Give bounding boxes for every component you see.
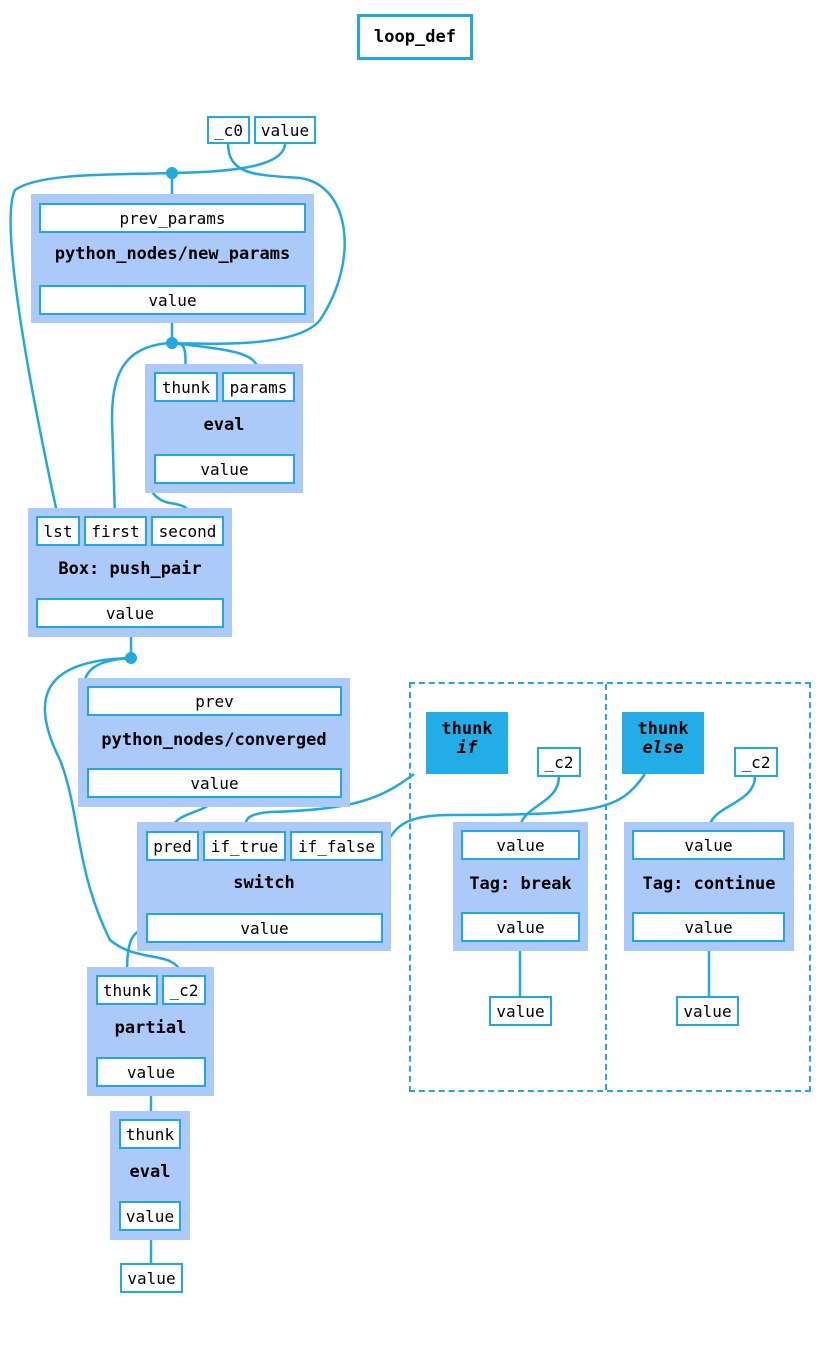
node-eval[interactable]: thunk params eval value	[145, 364, 303, 493]
node-label: switch	[233, 873, 295, 893]
node-switch[interactable]: pred if_true if_false switch value	[137, 822, 391, 951]
port-if-false[interactable]: if_false	[290, 831, 383, 861]
port-prev-params[interactable]: prev_params	[39, 203, 306, 233]
diagram-title: loop_def	[357, 14, 473, 60]
port-value[interactable]: value	[87, 768, 342, 798]
port-value[interactable]: value	[632, 830, 785, 860]
port-value[interactable]: value	[154, 454, 295, 484]
port-lst[interactable]: lst	[36, 516, 80, 546]
port-value[interactable]: value	[39, 285, 306, 315]
port-c2[interactable]: _c2	[162, 975, 206, 1005]
node-push-pair[interactable]: lst first second Box: push_pair value	[28, 508, 232, 637]
thunk-region	[409, 682, 811, 1092]
input-value[interactable]: value	[254, 116, 316, 144]
port-value[interactable]: value	[146, 913, 383, 943]
node-label: python_nodes/new_params	[54, 244, 291, 264]
node-label: Box: push_pair	[58, 559, 202, 579]
node-label: eval	[203, 415, 245, 435]
node-converged[interactable]: prev python_nodes/converged value	[78, 678, 350, 807]
port-prev[interactable]: prev	[87, 686, 342, 716]
node-tag-continue[interactable]: value Tag: continue value	[624, 822, 794, 951]
port-value[interactable]: value	[119, 1201, 181, 1231]
port-params[interactable]: params	[222, 372, 295, 402]
port-thunk[interactable]: thunk	[119, 1119, 181, 1149]
port-pred[interactable]: pred	[146, 831, 199, 861]
node-tag-break[interactable]: value Tag: break value	[453, 822, 588, 951]
output-value[interactable]: value	[120, 1263, 183, 1293]
thunk-else-sub: else	[642, 738, 684, 758]
node-label: python_nodes/converged	[101, 730, 327, 750]
junction-dot	[166, 337, 178, 349]
junction-dot	[125, 652, 137, 664]
thunk-if-title: thunk	[441, 719, 493, 739]
const-c2-else[interactable]: _c2	[734, 747, 778, 777]
junction-dot	[166, 167, 178, 179]
thunk-else-block[interactable]: thunk else	[622, 712, 704, 774]
node-partial[interactable]: thunk _c2 partial value	[87, 967, 214, 1096]
continue-result[interactable]: value	[676, 996, 739, 1026]
port-value[interactable]: value	[632, 912, 785, 942]
port-if-true[interactable]: if_true	[203, 831, 286, 861]
port-value[interactable]: value	[96, 1057, 206, 1087]
node-label: partial	[114, 1018, 187, 1038]
wire-junction3-to-partial-c2	[43, 656, 185, 978]
wire-thunkelse-to-iffalse	[383, 773, 647, 846]
break-result[interactable]: value	[489, 996, 552, 1026]
port-value[interactable]: value	[36, 598, 224, 628]
node-new-params[interactable]: prev_params python_nodes/new_params valu…	[31, 194, 314, 323]
thunk-else-title: thunk	[637, 719, 689, 739]
port-value[interactable]: value	[461, 830, 580, 860]
port-value[interactable]: value	[461, 912, 580, 942]
input-c0[interactable]: _c0	[207, 116, 250, 144]
node-label: eval	[129, 1162, 171, 1182]
thunk-if-sub: if	[456, 738, 478, 758]
node-label: Tag: break	[469, 874, 572, 894]
wire-c0-to-eval-params	[171, 142, 346, 346]
port-second[interactable]: second	[151, 516, 224, 546]
port-thunk[interactable]: thunk	[154, 372, 218, 402]
wire-junction2-to-first	[110, 341, 173, 518]
port-thunk[interactable]: thunk	[96, 975, 158, 1005]
node-label: Tag: continue	[642, 874, 776, 894]
thunk-if-block[interactable]: thunk if	[426, 712, 508, 774]
thunk-region-divider	[605, 684, 607, 1090]
wire-thunkif-to-iftrue	[243, 773, 415, 833]
const-c2-if[interactable]: _c2	[537, 747, 581, 777]
port-first[interactable]: first	[84, 516, 147, 546]
wire-junction1-to-lst	[9, 171, 173, 518]
node-eval-2[interactable]: thunk eval value	[110, 1111, 190, 1240]
wire-value-to-junction1	[171, 142, 287, 175]
